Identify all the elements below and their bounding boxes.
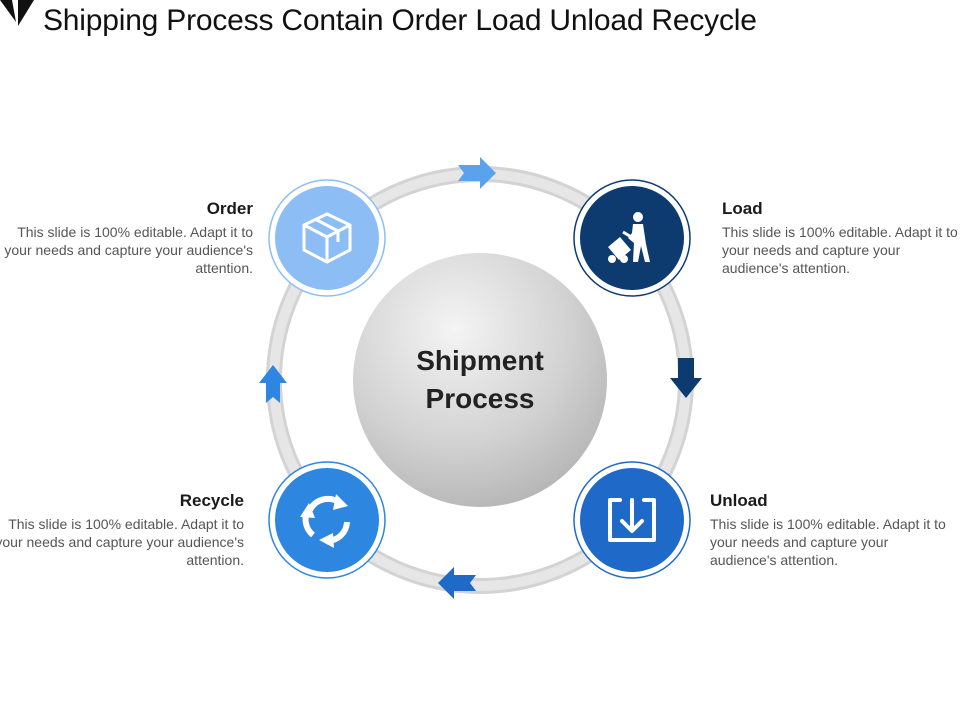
order-step-description: This slide is 100% editable. Adapt it to… [4, 224, 253, 276]
center-label-line2: Process [425, 383, 535, 414]
slide-title: Shipping Process Contain Order Load Unlo… [43, 4, 757, 37]
arrow-left-icon [438, 567, 476, 599]
recycle-node [268, 461, 386, 579]
arrow-right-icon [458, 157, 496, 189]
order-step-title: Order [206, 199, 253, 218]
recycle-step-description: This slide is 100% editable. Adapt it to… [0, 516, 244, 568]
load-step-text: Load This slide is 100% editable. Adapt … [722, 199, 958, 277]
hand-truck-worker-icon [608, 212, 650, 263]
load-node [573, 179, 691, 297]
order-node [268, 179, 386, 297]
corner-logo-mark [0, 0, 34, 26]
center-sphere [353, 253, 607, 507]
arrow-up-icon [259, 365, 287, 403]
center-label-line1: Shipment [416, 345, 544, 376]
unload-step-description: This slide is 100% editable. Adapt it to… [710, 516, 946, 568]
recycle-step-title: Recycle [179, 491, 244, 510]
arrow-down-icon [670, 358, 702, 398]
order-step-text: Order This slide is 100% editable. Adapt… [3, 199, 253, 277]
unload-step-text: Unload This slide is 100% editable. Adap… [710, 491, 950, 569]
unload-node [573, 461, 691, 579]
recycle-step-text: Recycle This slide is 100% editable. Ada… [0, 491, 244, 569]
package-icon [302, 212, 352, 264]
recycle-arrows-icon [300, 494, 350, 548]
load-step-description: This slide is 100% editable. Adapt it to… [722, 224, 958, 276]
load-step-title: Load [722, 199, 763, 218]
unload-step-title: Unload [710, 491, 768, 510]
center-label: Shipment Process [380, 342, 580, 418]
unload-tray-icon [608, 498, 656, 542]
